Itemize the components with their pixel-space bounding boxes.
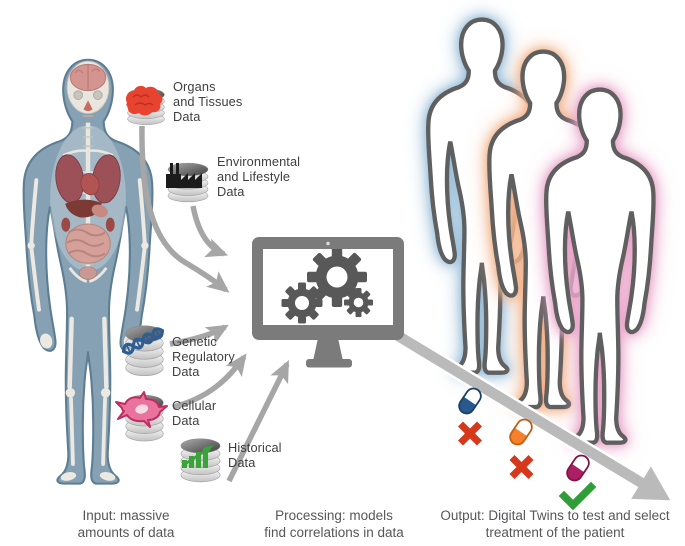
label-historical-data: Historical Data bbox=[228, 440, 282, 470]
label-cellular-data: Cellular Data bbox=[172, 398, 216, 428]
check-mark-icon bbox=[558, 481, 597, 511]
vertebrae bbox=[82, 127, 94, 265]
gear-medium-icon bbox=[281, 282, 323, 324]
processing-caption: Processing: models find correlations in … bbox=[244, 508, 424, 541]
database-organs-tissues bbox=[125, 85, 165, 125]
output-arrow bbox=[389, 326, 675, 503]
monitor-stand-base bbox=[306, 359, 352, 368]
eye-socket-right bbox=[93, 90, 103, 100]
heart bbox=[80, 173, 100, 196]
label-line: Cellular bbox=[172, 398, 217, 413]
output-caption: Output: Digital Twins to test and select… bbox=[405, 508, 685, 541]
label-line: Data bbox=[173, 109, 201, 124]
pill-icon-3 bbox=[566, 454, 590, 482]
nasal-cavity bbox=[83, 100, 93, 112]
processing-caption-line1: Processing: models bbox=[275, 508, 393, 523]
bladder bbox=[78, 266, 98, 280]
label-line: Data bbox=[172, 364, 200, 379]
processing-caption-line2: find correlations in data bbox=[264, 524, 404, 540]
liver bbox=[65, 199, 102, 218]
label-line: Genetic bbox=[172, 334, 217, 349]
arrow-environment-to-computer bbox=[190, 205, 229, 258]
label-genetic-regulatory-data: Genetic Regulatory Data bbox=[172, 334, 235, 379]
output-caption-line1: Output: Digital Twins to test and select bbox=[440, 508, 670, 523]
database-genetic-regulatory bbox=[121, 325, 165, 377]
gear-small-icon bbox=[344, 288, 373, 317]
label-line: Organs bbox=[173, 79, 216, 94]
label-line: Data bbox=[228, 455, 256, 470]
label-organs-tissues-data: Organs and Tissues Data bbox=[173, 79, 242, 124]
label-line: Data bbox=[172, 413, 200, 428]
monitor-stand-neck bbox=[313, 338, 343, 361]
label-line: and Tissues bbox=[173, 94, 243, 109]
processing-computer bbox=[252, 237, 404, 368]
eye-socket-left bbox=[73, 90, 83, 100]
brain-folds bbox=[74, 65, 101, 90]
kidney-right bbox=[105, 217, 115, 232]
pelvis-bones bbox=[68, 266, 108, 283]
hand-left bbox=[40, 333, 53, 349]
x-mark-icon-2 bbox=[509, 455, 534, 479]
input-caption: Input: massive amounts of data bbox=[36, 508, 216, 541]
pill-icon-1 bbox=[458, 387, 482, 415]
pill-icon-2 bbox=[509, 418, 533, 446]
input-caption-line2: amounts of data bbox=[77, 524, 175, 540]
foot-right bbox=[99, 472, 116, 481]
elbow-left bbox=[27, 241, 35, 250]
leg-bones bbox=[67, 316, 109, 466]
dna-icon bbox=[121, 327, 165, 355]
knee-right bbox=[100, 388, 111, 398]
arrow-organs-to-computer bbox=[139, 125, 230, 293]
clavicles bbox=[62, 149, 114, 157]
cell-icon bbox=[115, 391, 168, 428]
label-line: and Lifestyle bbox=[217, 169, 291, 184]
patient-anatomy-illustration bbox=[22, 58, 154, 485]
label-environmental-lifestyle-data: Environmental and Lifestyle Data bbox=[217, 154, 300, 199]
database-historical bbox=[180, 438, 221, 483]
stomach bbox=[91, 204, 108, 218]
label-line: Environmental bbox=[217, 154, 301, 169]
knee-left bbox=[65, 388, 76, 398]
label-line: Historical bbox=[228, 440, 282, 455]
x-mark-icon-1 bbox=[458, 421, 482, 446]
input-data-arrows bbox=[139, 125, 290, 483]
webcam-dot bbox=[326, 241, 330, 246]
intestine-coils bbox=[66, 228, 106, 258]
arrow-cellular-to-computer bbox=[172, 353, 247, 410]
input-caption-line1: Input: massive bbox=[82, 508, 170, 523]
label-line: Regulatory bbox=[172, 349, 235, 364]
gears-icon bbox=[281, 249, 373, 324]
brain-icon bbox=[125, 85, 163, 116]
arrow-historical-to-computer bbox=[226, 360, 290, 483]
arrow-genetic-to-computer bbox=[169, 324, 229, 347]
database-environmental-lifestyle bbox=[166, 162, 209, 203]
factory-icon bbox=[166, 163, 202, 188]
database-cellular bbox=[115, 391, 168, 442]
label-line: Data bbox=[217, 184, 245, 199]
foot-left bbox=[60, 472, 77, 481]
elbow-right bbox=[141, 241, 149, 250]
kidney-left bbox=[61, 217, 71, 232]
bar-chart-icon bbox=[181, 445, 213, 468]
output-caption-line2: treatment of the patient bbox=[485, 524, 625, 540]
